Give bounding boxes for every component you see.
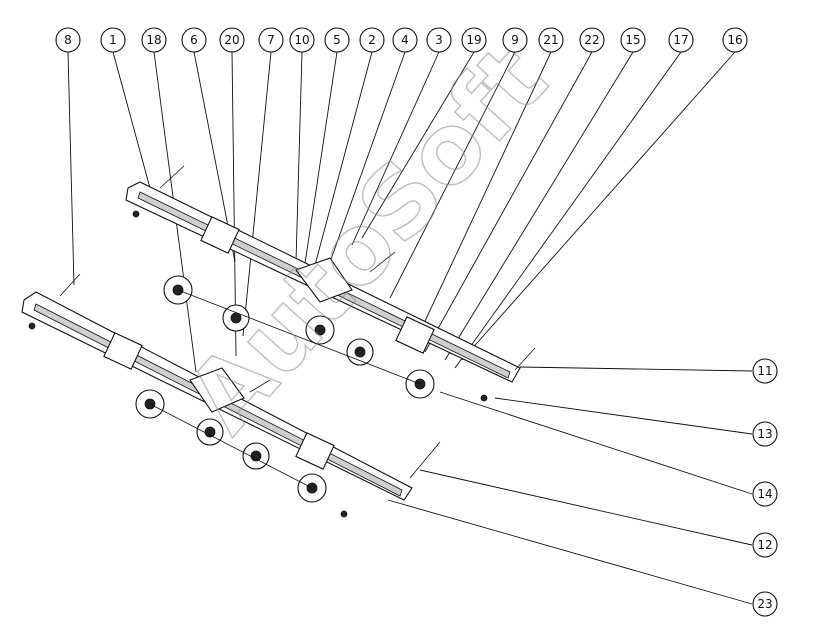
callout-9-label: 9 [511, 33, 519, 47]
callout-20: 20 [219, 27, 245, 53]
callout-10-label: 10 [294, 33, 309, 47]
callout-16: 16 [722, 27, 748, 53]
callout-8-label: 8 [64, 33, 72, 47]
callout-15-label: 15 [625, 33, 640, 47]
callout-22-label: 22 [584, 33, 599, 47]
lower-axle-assembly [21, 273, 441, 518]
callout-3: 3 [426, 27, 452, 53]
callout-18-label: 18 [146, 33, 161, 47]
callout-13-label: 13 [757, 427, 772, 441]
callout-11-label: 11 [757, 364, 772, 378]
lower-u-bolt-left [59, 273, 81, 297]
callout-19: 19 [461, 27, 487, 53]
lower-spring-clamp-2 [295, 432, 335, 470]
callout-18: 18 [141, 27, 167, 53]
lower-spring-clamp-1 [103, 332, 143, 370]
upper-axle-assembly [125, 165, 536, 402]
callout-17: 17 [668, 27, 694, 53]
callout-23: 23 [752, 591, 778, 617]
upper-u-bolt-right [514, 347, 536, 371]
upper-torque-rod [369, 251, 396, 273]
callout-1-label: 1 [109, 33, 117, 47]
callout-21: 21 [538, 27, 564, 53]
callout-4: 4 [392, 27, 418, 53]
callout-9: 9 [502, 27, 528, 53]
callout-23-label: 23 [757, 597, 772, 611]
callout-5-label: 5 [333, 33, 341, 47]
callout-20-label: 20 [224, 33, 239, 47]
callout-11: 11 [752, 358, 778, 384]
callout-15: 15 [620, 27, 646, 53]
callout-2: 2 [359, 27, 385, 53]
callout-12-label: 12 [757, 538, 772, 552]
callout-10: 10 [289, 27, 315, 53]
callout-6-label: 6 [190, 33, 198, 47]
callout-1: 1 [100, 27, 126, 53]
callout-2-label: 2 [368, 33, 376, 47]
callout-3-label: 3 [435, 33, 443, 47]
lower-u-bolt-right [409, 441, 441, 479]
callout-21-label: 21 [543, 33, 558, 47]
upper-axle-shaft [177, 289, 421, 385]
callout-4-label: 4 [401, 33, 409, 47]
callout-16-label: 16 [727, 33, 742, 47]
callout-14-label: 14 [757, 487, 772, 501]
upper-u-bolt-left [159, 165, 185, 189]
callout-5: 5 [324, 27, 350, 53]
callout-7: 7 [258, 27, 284, 53]
callout-17-label: 17 [673, 33, 688, 47]
leader-lines [67, 51, 753, 605]
upper-equalizer [295, 257, 353, 303]
callout-14: 14 [752, 481, 778, 507]
callout-13: 13 [752, 421, 778, 447]
callout-6: 6 [181, 27, 207, 53]
callout-22: 22 [579, 27, 605, 53]
lower-torque-rod [249, 379, 271, 393]
upper-spring-clamp-2 [395, 316, 435, 354]
lower-axle-shaft [149, 403, 313, 489]
callout-12: 12 [752, 532, 778, 558]
callout-19-label: 19 [466, 33, 481, 47]
callout-8: 8 [55, 27, 81, 53]
upper-spring-clamp-1 [200, 216, 240, 254]
callout-7-label: 7 [267, 33, 275, 47]
lower-equalizer [189, 367, 245, 413]
